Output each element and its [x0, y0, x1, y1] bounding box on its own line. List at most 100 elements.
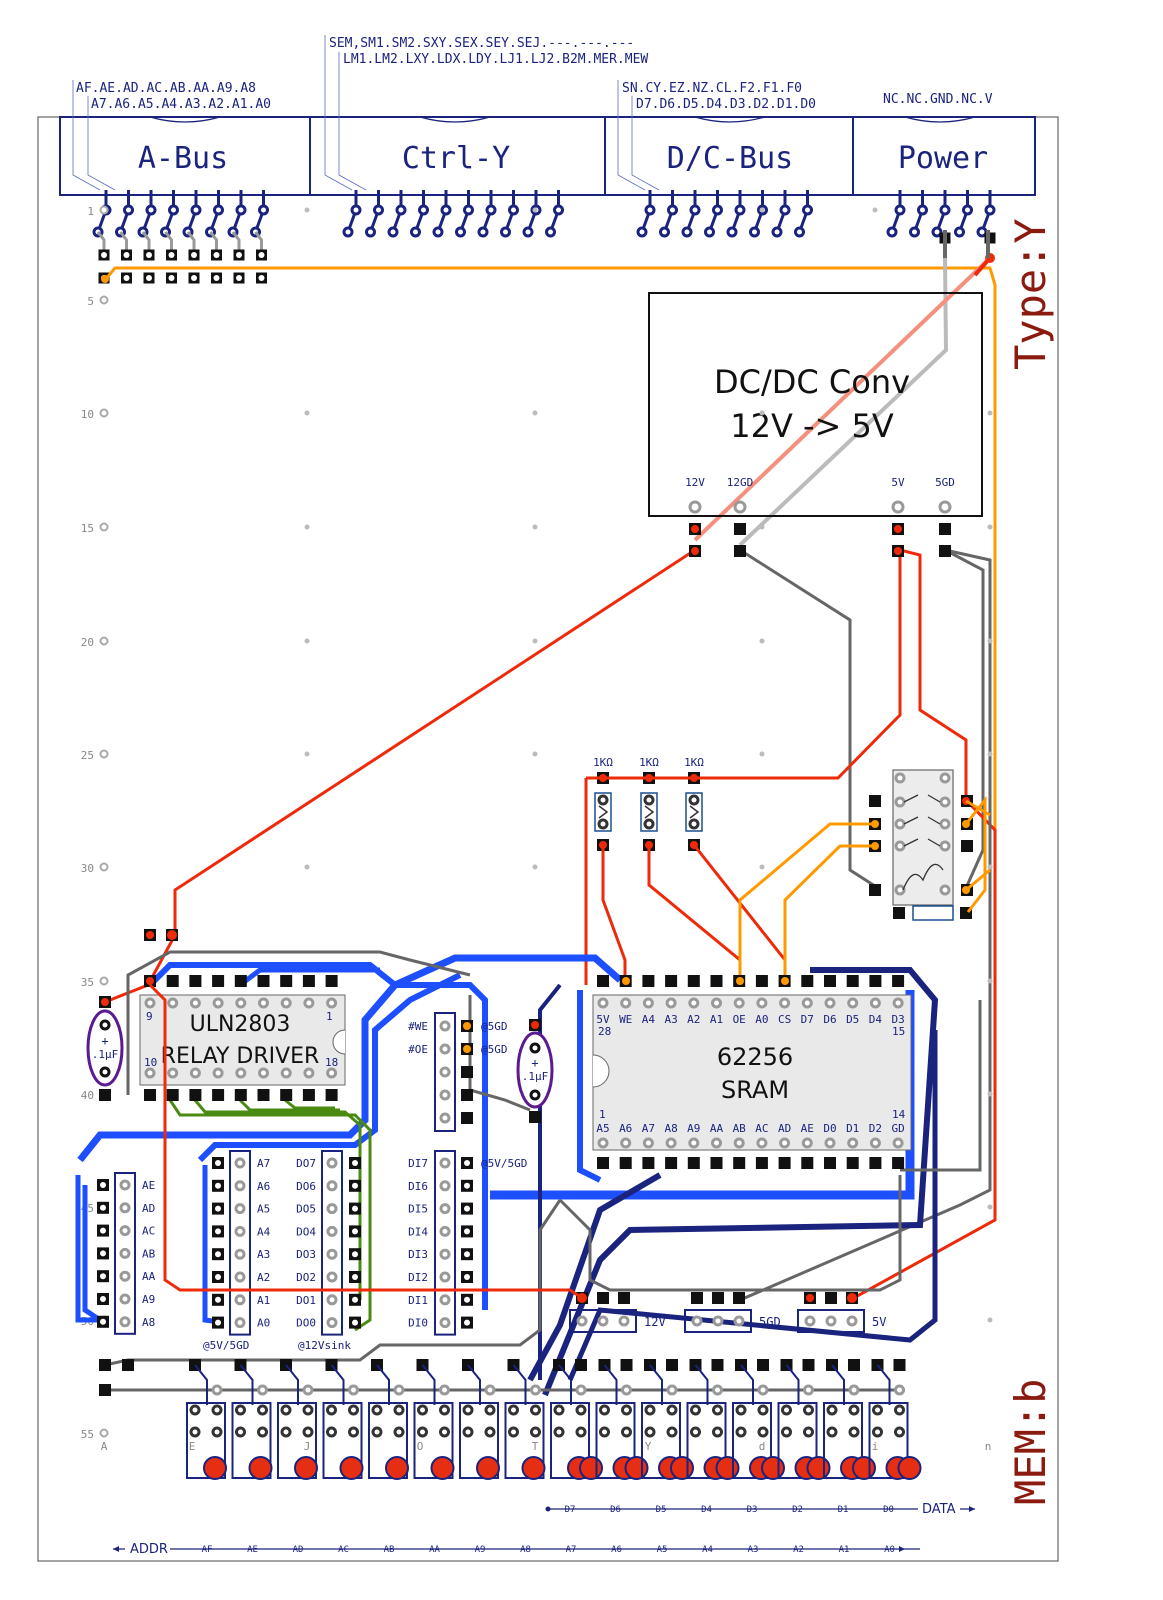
dip-pin	[119, 1270, 131, 1282]
uln-pin18: 18	[325, 1056, 338, 1069]
switch-label: AE	[142, 1179, 155, 1192]
uln-pin	[189, 997, 201, 1009]
switch-pin	[826, 1426, 838, 1438]
sram-pad	[801, 1157, 814, 1169]
header-pin	[886, 226, 898, 238]
pad-hole	[352, 1319, 358, 1326]
col-letter: O	[417, 1440, 424, 1453]
uln-pin	[280, 1067, 292, 1079]
sram-top-pin-label: A3	[664, 1013, 677, 1026]
sram-pad	[687, 975, 700, 987]
led-red	[624, 1456, 649, 1480]
header-pin	[145, 204, 157, 216]
pad	[99, 1089, 111, 1101]
sram-bottom-pin-label: A8	[664, 1122, 677, 1135]
pad-hole	[352, 1205, 358, 1212]
switch-pin	[484, 1404, 496, 1416]
sram-pin	[779, 997, 791, 1009]
pad-hole	[100, 1250, 106, 1257]
switch-label: A7	[257, 1157, 270, 1170]
orange-dot	[736, 977, 744, 985]
sram-title-2: SRAM	[721, 1076, 789, 1104]
addr-bit: A6	[611, 1545, 622, 1555]
header-pin	[168, 204, 179, 216]
switch-pin	[621, 1426, 632, 1438]
switch-label: A4	[257, 1225, 271, 1238]
switch-label: DO7	[296, 1157, 316, 1170]
dip-pad	[461, 1066, 473, 1078]
pad-hole	[236, 252, 242, 258]
pad-hole	[123, 275, 130, 281]
grid-hole	[99, 1428, 109, 1438]
sram-pin	[869, 1137, 881, 1149]
switch-pin	[280, 1426, 292, 1438]
header-trace	[231, 231, 241, 253]
header-pin	[794, 226, 805, 238]
col-letter: d	[759, 1440, 766, 1453]
switch-pin	[781, 1404, 792, 1416]
bottom-pin	[530, 1384, 541, 1396]
uln-pad	[280, 975, 293, 987]
addr-bit: A9	[475, 1545, 486, 1555]
header-pin	[418, 204, 429, 216]
pad	[99, 1359, 111, 1371]
resistor-lead	[688, 818, 700, 830]
addr-bit: AA	[429, 1545, 440, 1555]
connector-label: Ctrl-Y	[402, 141, 510, 176]
sram-pin	[665, 997, 677, 1009]
switch-trace	[649, 1364, 663, 1405]
orange-dot	[781, 977, 789, 985]
red-dot	[847, 1293, 857, 1303]
dip-pin	[119, 1202, 131, 1214]
uln-pin	[235, 997, 247, 1009]
bottom-pad	[802, 1359, 815, 1371]
rail-pad	[712, 1292, 724, 1304]
switch-label: DI2	[408, 1271, 428, 1284]
header-trace	[119, 231, 128, 253]
bottom-pad	[893, 1359, 906, 1371]
misc-gray-wires	[104, 950, 982, 1392]
switch-pin	[257, 1404, 268, 1416]
rail-pad	[825, 1292, 837, 1304]
pad-hole	[168, 252, 175, 258]
switch-trace	[740, 1364, 754, 1405]
grid-dot	[759, 524, 765, 530]
sram-top-pin-label: A2	[687, 1013, 700, 1026]
header-pin	[931, 226, 943, 238]
uln-pin	[258, 997, 269, 1009]
header-pin	[553, 204, 564, 216]
sram-pad	[597, 1157, 609, 1169]
grid-dot	[872, 207, 878, 213]
bottom-switch-led-row	[99, 1359, 922, 1480]
grid-dot	[987, 978, 993, 984]
sram-pin	[642, 997, 654, 1009]
pad-hole	[464, 1319, 470, 1326]
header-trace	[254, 231, 263, 253]
pad-hole	[215, 1160, 221, 1166]
switch-pin	[371, 1426, 383, 1438]
bottom-pin	[894, 1384, 905, 1396]
cap-value: .1μF	[92, 1048, 119, 1061]
dip-switch-body	[114, 1172, 136, 1335]
dip-pin	[326, 1203, 338, 1215]
switch-label: DI7	[408, 1157, 428, 1170]
bottom-pin	[302, 1384, 314, 1396]
sram-pin	[801, 997, 813, 1009]
switch-pin	[348, 1404, 359, 1416]
uln-pad	[325, 975, 338, 987]
addr-label: ADDR	[130, 1542, 168, 1557]
grid-dot	[987, 864, 993, 870]
header-pin	[410, 226, 421, 238]
header-pin	[258, 204, 269, 216]
switch-pin	[530, 1426, 541, 1438]
oe-label: #OE	[408, 1043, 428, 1056]
sram-pad	[733, 1157, 746, 1169]
connector-label: A-Bus	[138, 141, 228, 176]
switch-pin	[599, 1426, 610, 1438]
header-pin	[365, 226, 376, 238]
header-pin	[667, 204, 678, 216]
